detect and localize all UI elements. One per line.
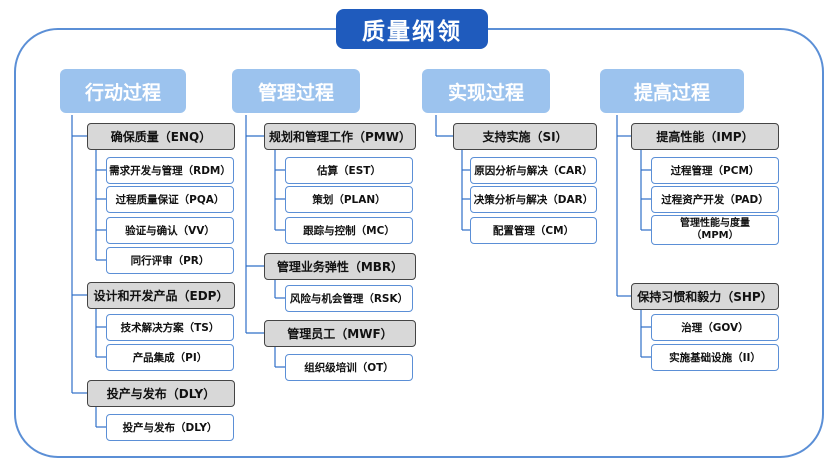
- leaf-ii: 实施基础设施（II）: [651, 344, 779, 371]
- group-edp: 设计和开发产品（EDP）: [87, 282, 235, 309]
- leaf-car: 原因分析与解决（CAR）: [470, 157, 597, 184]
- leaf-ot: 组织级培训（OT）: [285, 354, 413, 381]
- group-si: 支持实施（SI）: [453, 123, 597, 150]
- leaf-pi: 产品集成（PI）: [106, 344, 234, 371]
- leaf-plan: 策划（PLAN）: [285, 186, 413, 213]
- leaf-mpm: 管理性能与度量（MPM）: [651, 215, 779, 245]
- leaf-cm: 配置管理（CM）: [470, 217, 597, 244]
- category-improvement-process: 提高过程: [600, 69, 744, 113]
- leaf-pad: 过程资产开发（PAD）: [651, 186, 779, 213]
- leaf-dly: 投产与发布（DLY）: [106, 414, 234, 441]
- leaf-est: 估算（EST）: [285, 157, 413, 184]
- leaf-pcm: 过程管理（PCM）: [651, 157, 779, 184]
- group-dly: 投产与发布（DLY）: [87, 380, 235, 407]
- category-implementation-process: 实现过程: [422, 69, 550, 113]
- group-mwf: 管理员工（MWF）: [264, 320, 416, 347]
- leaf-ts: 技术解决方案（TS）: [106, 314, 234, 341]
- group-shp: 保持习惯和毅力（SHP）: [631, 283, 779, 310]
- category-action-process: 行动过程: [60, 69, 186, 113]
- group-pmw: 规划和管理工作（PMW）: [264, 123, 416, 150]
- leaf-rdm: 需求开发与管理（RDM）: [106, 157, 234, 184]
- leaf-rsk: 风险与机会管理（RSK）: [285, 285, 413, 312]
- leaf-gov: 治理（GOV）: [651, 314, 779, 341]
- diagram-title: 质量纲领: [336, 9, 488, 49]
- group-mbr: 管理业务弹性（MBR）: [264, 253, 416, 280]
- group-enq: 确保质量（ENQ）: [87, 123, 235, 150]
- group-imp: 提高性能（IMP）: [631, 123, 779, 150]
- category-management-process: 管理过程: [232, 69, 360, 113]
- leaf-mc: 跟踪与控制（MC）: [285, 217, 413, 244]
- leaf-vv: 验证与确认（VV）: [106, 217, 234, 244]
- leaf-pr: 同行评审（PR）: [106, 247, 234, 274]
- leaf-pqa: 过程质量保证（PQA）: [106, 186, 234, 213]
- leaf-dar: 决策分析与解决（DAR）: [470, 186, 597, 213]
